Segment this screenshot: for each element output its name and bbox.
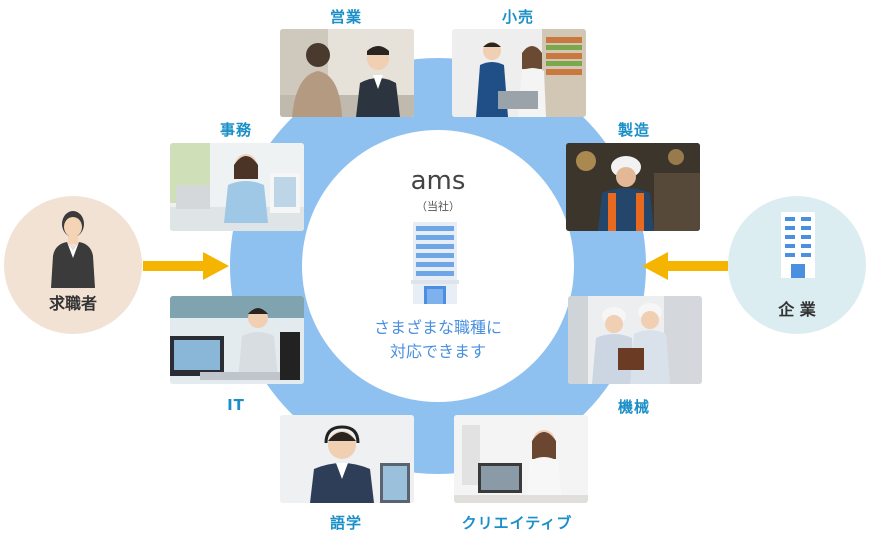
right-arrow xyxy=(143,252,229,280)
job-label-language: 語学 xyxy=(329,514,362,532)
job-label-creative: クリエイティブ xyxy=(461,514,573,532)
job-label-manufacturing: 製造 xyxy=(617,121,650,139)
job-label-sales: 営業 xyxy=(329,8,362,26)
left-arrow xyxy=(642,252,728,280)
building-icon xyxy=(411,222,459,304)
job-label-it: IT xyxy=(227,396,245,414)
sales-photo xyxy=(280,29,414,117)
job-label-machinery: 機械 xyxy=(617,398,650,416)
job-label-retail: 小売 xyxy=(501,8,534,26)
center-message-line1: さまざまな職種に xyxy=(373,318,502,337)
job-label-office: 事務 xyxy=(219,121,252,139)
company-subtitle: （当社） xyxy=(416,200,460,213)
manufacturing-photo xyxy=(566,143,700,231)
person-icon xyxy=(51,211,95,288)
company-name: ams xyxy=(410,166,466,196)
machinery-photo xyxy=(568,296,702,384)
center-message-line2: 対応できます xyxy=(389,342,486,361)
office-photo xyxy=(170,143,304,231)
center-message: さまざまな職種に 対応できます xyxy=(302,316,574,364)
creative-photo xyxy=(454,415,588,503)
language-photo xyxy=(280,415,414,503)
job-seeker-label: 求職者 xyxy=(48,294,97,313)
it-photo xyxy=(170,296,304,384)
retail-photo xyxy=(452,29,586,117)
company-building-icon xyxy=(781,212,815,278)
company-label: 企 業 xyxy=(778,300,816,319)
